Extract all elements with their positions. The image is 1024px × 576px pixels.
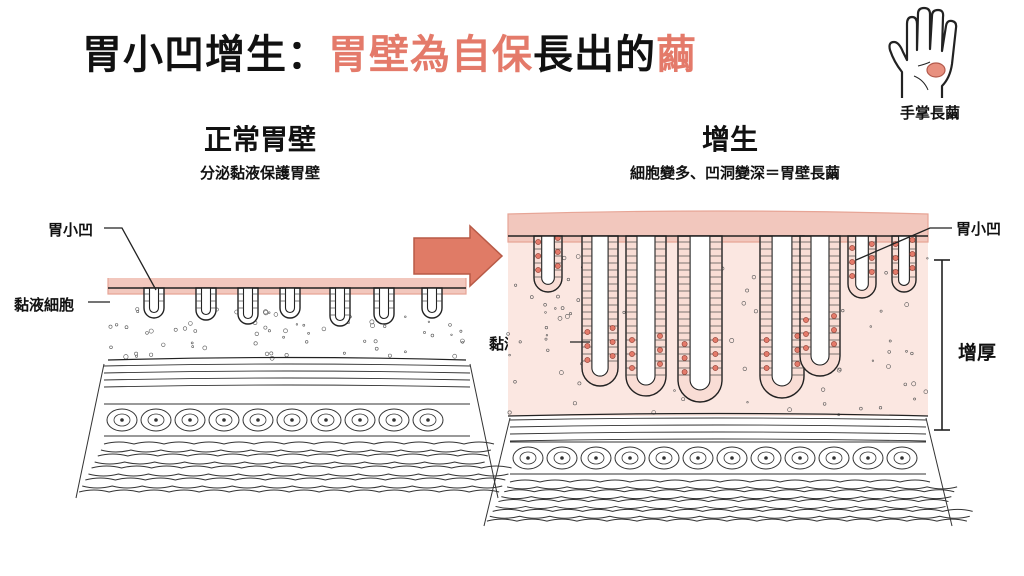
normal-stomach-wall bbox=[107, 278, 467, 361]
title-highlight: 胃壁為自保 bbox=[328, 32, 533, 78]
hand-callus-icon bbox=[888, 6, 958, 98]
transition-arrow-icon bbox=[413, 224, 504, 288]
hyperplastic-stomach-wall bbox=[506, 210, 929, 417]
right-label-thick: 增厚 bbox=[958, 342, 997, 364]
left-label-mucus: 黏液細胞 bbox=[14, 296, 75, 314]
right-muscle-layers bbox=[483, 417, 973, 527]
right-panel-subtitle: 細胞變多、凹洞變深＝胃壁長繭 bbox=[629, 164, 840, 182]
left-label-pit: 胃小凹 bbox=[48, 221, 94, 239]
title-mid: 長出的 bbox=[533, 32, 656, 78]
thickness-bracket bbox=[934, 259, 950, 431]
hand-label: 手掌長繭 bbox=[899, 104, 960, 122]
left-panel-title: 正常胃壁 bbox=[203, 123, 316, 156]
left-muscle-layers bbox=[75, 363, 512, 499]
hand-callus-group: 手掌長繭 bbox=[880, 6, 980, 126]
right-panel-title: 增生 bbox=[701, 123, 758, 156]
right-label-pit: 胃小凹 bbox=[956, 220, 1002, 238]
label-leader-lines bbox=[88, 227, 952, 343]
title-main: 胃小凹增生： bbox=[82, 32, 328, 78]
page-title: 胃小凹增生：胃壁為自保長出的繭 bbox=[82, 22, 697, 80]
title-end: 繭 bbox=[656, 32, 697, 78]
left-panel-subtitle: 分泌黏液保護胃壁 bbox=[199, 164, 320, 182]
